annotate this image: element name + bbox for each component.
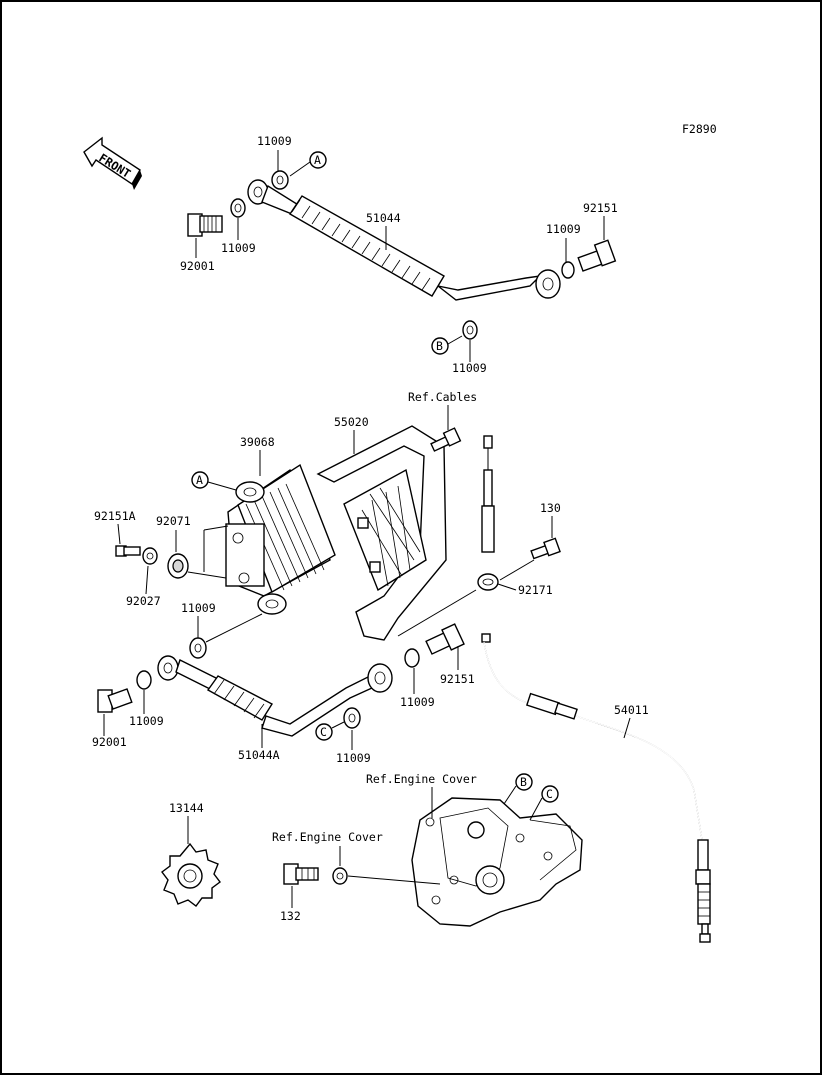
front-arrow-icon: FRONT <box>83 136 142 190</box>
callout-a-lower-text: A <box>196 473 203 487</box>
label-11009-b: 11009 <box>221 241 256 255</box>
sprocket-13144 <box>161 842 221 907</box>
label-11009-d: 11009 <box>452 361 487 375</box>
callout-c-lower-text: C <box>320 725 327 739</box>
washer-lower-3 <box>404 648 420 668</box>
bolt-ref-cables <box>430 427 462 452</box>
upper-oil-hose-assembly <box>187 170 617 340</box>
label-11009-a: 11009 <box>257 134 292 148</box>
cooler-lower-port <box>257 593 287 615</box>
label-130: 130 <box>540 501 561 515</box>
figure-code: F2890 <box>682 122 717 136</box>
callout-b-upper <box>431 337 449 355</box>
clutch-cable-54011 <box>481 633 711 943</box>
label-51044: 51044 <box>366 211 401 225</box>
label-11009-e: 11009 <box>181 601 216 615</box>
label-ref-engine-cover-1: Ref.Engine Cover <box>366 772 477 786</box>
callout-c-engine-text: C <box>546 787 553 801</box>
banjo-end-lower-left <box>157 655 179 681</box>
bolt-132 <box>283 863 319 885</box>
washer-lower-1 <box>189 637 207 659</box>
washer-lower-4 <box>343 707 361 729</box>
label-13144: 13144 <box>169 801 204 815</box>
callout-b-lower-text: B <box>520 775 527 789</box>
label-11009-h: 11009 <box>400 695 435 709</box>
banjo-bolt-upper-right <box>577 239 617 272</box>
washer-upper-2 <box>271 170 289 190</box>
grommet-92071 <box>167 553 189 579</box>
clamp-92171 <box>477 573 499 591</box>
washer-engine-cover <box>332 867 348 885</box>
hose-51044A <box>206 675 273 721</box>
callout-a-upper-text: A <box>314 153 321 167</box>
cooler-upper-port <box>235 481 265 503</box>
callout-c-lower <box>315 723 333 741</box>
callout-a-upper <box>309 151 327 169</box>
callout-c-engine <box>541 785 559 803</box>
label-92151A: 92151A <box>94 509 136 523</box>
label-92027: 92027 <box>126 594 161 608</box>
banjo-bolt-lower <box>97 688 133 713</box>
engine-cover-ref <box>411 797 583 927</box>
banjo-end-upper-right <box>535 269 561 299</box>
callout-b-upper-text: B <box>436 339 443 353</box>
bolt-92151A <box>115 545 141 557</box>
label-11009-c: 11009 <box>546 222 581 236</box>
label-132: 132 <box>280 909 301 923</box>
washer-upper-4 <box>462 320 478 340</box>
hose-51044 <box>289 195 445 297</box>
engine-cover-port <box>475 865 505 895</box>
label-ref-engine-cover-2: Ref.Engine Cover <box>272 830 383 844</box>
banjo-end-lower-right <box>367 663 393 693</box>
label-39068: 39068 <box>240 435 275 449</box>
washer-upper-3 <box>561 261 575 279</box>
label-92151-a: 92151 <box>583 201 618 215</box>
banjo-bolt-lower-right <box>425 623 465 655</box>
label-11009-f: 11009 <box>129 714 164 728</box>
cooler-mount-plate <box>225 523 265 587</box>
banjo-bolt-upper <box>187 213 223 237</box>
cooler-guard-55020 <box>316 425 447 641</box>
cable-upper-end <box>481 435 495 553</box>
label-92071: 92071 <box>156 514 191 528</box>
label-92001-a: 92001 <box>180 259 215 273</box>
callout-a-lower <box>191 471 209 489</box>
label-92001-b: 92001 <box>92 735 127 749</box>
label-55020: 55020 <box>334 415 369 429</box>
label-92151-b: 92151 <box>440 672 475 686</box>
bolt-130 <box>530 537 561 560</box>
label-54011: 54011 <box>614 703 649 717</box>
label-ref-cables: Ref.Cables <box>408 390 477 404</box>
lower-oil-hose-assembly <box>97 623 465 737</box>
collar-92027 <box>142 547 158 565</box>
oil-cooler-39068 <box>225 463 336 615</box>
label-51044A: 51044A <box>238 748 280 762</box>
washer-upper-1 <box>230 198 246 218</box>
label-11009-g: 11009 <box>336 751 371 765</box>
callout-b-lower <box>515 773 533 791</box>
label-92171: 92171 <box>518 583 553 597</box>
washer-lower-2 <box>136 670 152 690</box>
